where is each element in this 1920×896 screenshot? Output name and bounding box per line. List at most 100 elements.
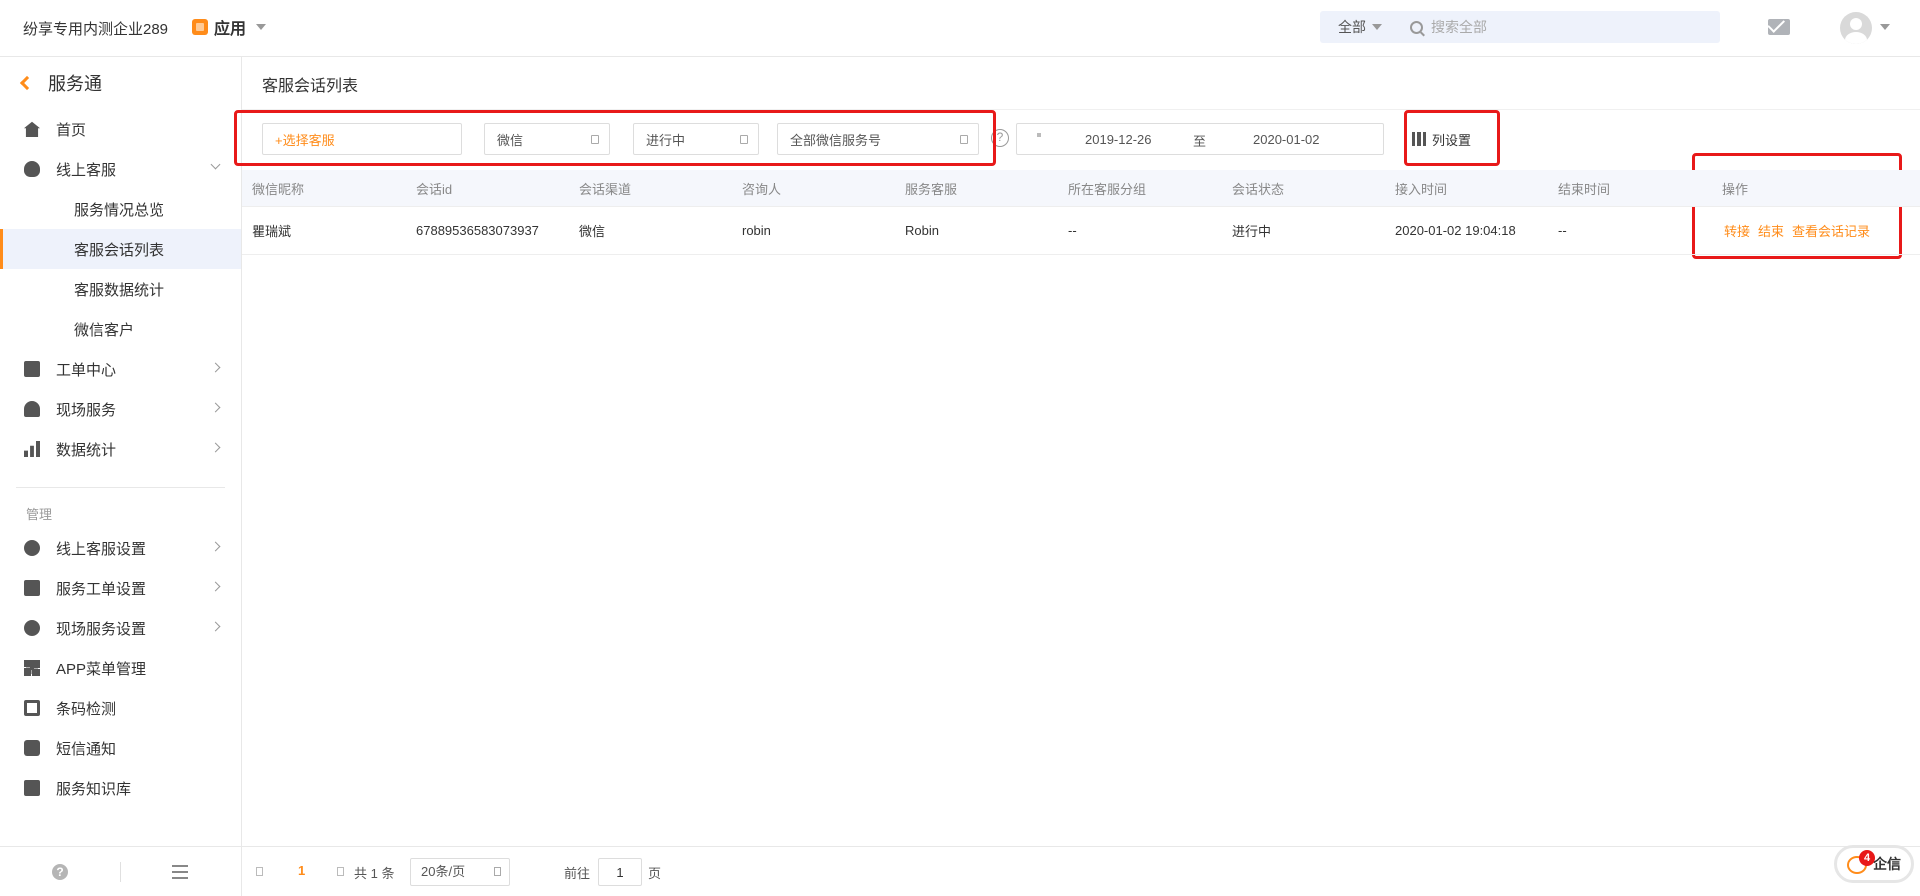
sidebar-item-field-service[interactable]: 现场服务 (0, 389, 241, 429)
column-settings-button[interactable]: 列设置 (1412, 123, 1484, 155)
ticket-icon (24, 361, 40, 377)
sidebar-subitem-session-list[interactable]: 客服会话列表 (0, 229, 241, 269)
bar-chart-icon (24, 441, 40, 457)
sidebar-title: 服务通 (48, 74, 102, 94)
sidebar-item-label: 短信通知 (56, 740, 117, 758)
sidebar-item-label: 服务工单设置 (56, 580, 147, 598)
search-icon (1410, 20, 1423, 34)
next-page-icon[interactable] (337, 867, 344, 876)
sidebar-item-online-service-settings[interactable]: 线上客服设置 (0, 528, 241, 568)
sidebar-subitem-overview[interactable]: 服务情况总览 (74, 201, 165, 219)
sidebar-item-ticket-settings[interactable]: 服务工单设置 (0, 568, 241, 608)
sidebar-item-label: 工单中心 (56, 361, 117, 379)
sidebar-header[interactable]: 服务通 (0, 57, 241, 109)
sidebar-subitem-wechat-customers[interactable]: 微信客户 (74, 321, 135, 339)
view-records-link[interactable]: 查看会话记录 (1792, 224, 1871, 239)
goto-page-input[interactable] (598, 858, 642, 886)
channel-select[interactable]: 微信 (484, 123, 610, 155)
col-header-nickname: 微信昵称 (252, 181, 305, 197)
sidebar-item-knowledge[interactable]: 服务知识库 (0, 768, 241, 808)
select-arrow-icon (494, 867, 501, 876)
agent-select[interactable]: +选择客服 (262, 123, 462, 155)
sms-icon (24, 740, 40, 756)
channel-select-value: 微信 (497, 132, 524, 148)
sidebar-footer: ? (0, 846, 242, 896)
app-menu-button[interactable]: 应用 (192, 15, 267, 39)
avatar[interactable] (1840, 12, 1872, 44)
columns-icon (1412, 132, 1426, 146)
date-range-picker[interactable]: 2019-12-26 至 2020-01-02 (1016, 123, 1384, 155)
col-header-end-time: 结束时间 (1558, 181, 1611, 197)
hardhat-icon (24, 401, 40, 417)
transfer-link[interactable]: 转接 (1724, 224, 1751, 239)
help-icon[interactable]: ? (52, 864, 68, 880)
cell-channel: 微信 (579, 224, 606, 239)
sidebar-item-barcode[interactable]: 条码检测 (0, 688, 241, 728)
chevron-right-icon (210, 541, 221, 552)
col-header-agent: 服务客服 (905, 181, 958, 197)
cell-group: -- (1068, 223, 1077, 238)
chevron-right-icon (210, 581, 221, 592)
sidebar-item-tickets[interactable]: 工单中心 (0, 349, 241, 389)
unread-badge: 4 (1859, 850, 1875, 866)
book-icon (24, 780, 40, 796)
collapse-menu-icon[interactable] (172, 865, 188, 879)
status-select[interactable]: 进行中 (633, 123, 759, 155)
account-select-value: 全部微信服务号 (790, 132, 882, 148)
sidebar-item-online-service[interactable]: 线上客服 (0, 149, 241, 189)
sidebar-item-label: 线上客服 (56, 161, 117, 179)
app-menu-label: 应用 (214, 21, 247, 38)
chevron-left-icon[interactable] (19, 75, 35, 91)
prev-page-icon[interactable] (256, 867, 263, 876)
search-input[interactable] (1431, 19, 1691, 35)
col-header-start-time: 接入时间 (1395, 181, 1448, 197)
cell-session-id: 67889536583073937 (416, 223, 539, 238)
sidebar-item-label: 现场服务 (56, 401, 117, 419)
caret-down-icon (1372, 24, 1382, 30)
sidebar-item-label: 首页 (56, 121, 87, 139)
col-header-status: 会话状态 (1232, 181, 1285, 197)
sidebar-section-label: 管理 (26, 506, 53, 522)
question-icon[interactable]: ? (991, 129, 1009, 147)
footer-divider (120, 862, 121, 882)
date-to[interactable]: 2020-01-02 (1253, 132, 1320, 147)
sidebar-item-field-settings[interactable]: 现场服务设置 (0, 608, 241, 648)
account-select[interactable]: 全部微信服务号 (777, 123, 979, 155)
qixin-chat-button[interactable]: 4 企信 (1834, 845, 1914, 883)
page-size-value: 20条/页 (421, 864, 466, 879)
sidebar-item-home[interactable]: 首页 (0, 109, 241, 149)
select-arrow-icon (960, 135, 968, 144)
home-icon (24, 121, 40, 137)
search-scope-dropdown[interactable]: 全部 (1320, 17, 1400, 37)
page-size-select[interactable]: 20条/页 (410, 858, 510, 886)
grid-icon (24, 660, 40, 676)
sidebar-item-stats[interactable]: 数据统计 (0, 429, 241, 469)
sidebar-divider (16, 487, 225, 488)
sidebar-item-label: APP菜单管理 (56, 660, 147, 678)
cell-end-time: -- (1558, 223, 1567, 238)
sidebar-item-sms[interactable]: 短信通知 (0, 728, 241, 768)
sidebar-subitem-agent-stats[interactable]: 客服数据统计 (74, 281, 165, 299)
cell-actions: 转接结束查看会话记录 (1724, 221, 1878, 240)
sidebar-item-label: 服务知识库 (56, 780, 132, 798)
chevron-right-icon (210, 442, 221, 453)
search-scope-label: 全部 (1338, 19, 1366, 35)
cell-status: 进行中 (1232, 224, 1272, 239)
scan-icon (24, 700, 40, 716)
select-arrow-icon (591, 135, 599, 144)
sidebar-item-app-menu[interactable]: APP菜单管理 (0, 648, 241, 688)
sidebar-item-label: 线上客服设置 (56, 540, 147, 558)
caret-down-icon[interactable] (1880, 24, 1890, 30)
col-header-channel: 会话渠道 (579, 181, 632, 197)
date-from[interactable]: 2019-12-26 (1085, 132, 1152, 147)
chevron-right-icon (210, 402, 221, 413)
current-page[interactable]: 1 (298, 863, 306, 878)
top-bar: 纷享专用内测企业289 应用 全部 (0, 0, 1920, 57)
goto-label: 前往 (564, 866, 591, 881)
column-settings-label: 列设置 (1432, 132, 1472, 148)
sidebar: 服务通 首页 线上客服 服务情况总览 客服会话列表 客服数据统计 微信客户 工单… (0, 57, 242, 896)
page-title: 客服会话列表 (262, 78, 359, 95)
end-session-link[interactable]: 结束 (1758, 224, 1785, 239)
mail-icon[interactable] (1768, 19, 1790, 35)
qixin-label: 企信 (1873, 856, 1901, 872)
